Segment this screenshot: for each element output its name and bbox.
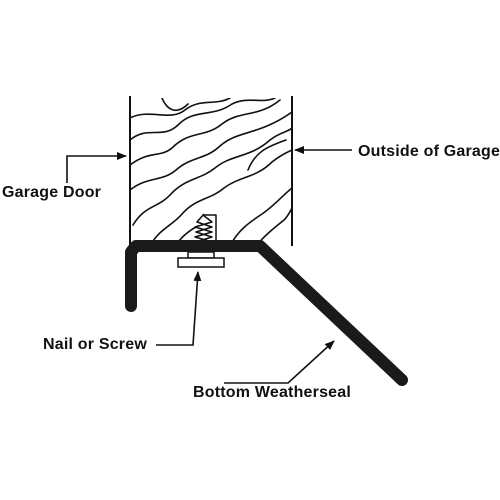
nail-or-screw-label: Nail or Screw: [43, 336, 147, 353]
bottom-weatherseal-arrow: [224, 340, 335, 384]
garage-door-arrow: [66, 152, 127, 183]
outside-of-garage-label: Outside of Garage: [358, 143, 500, 160]
garage-door-board: [129, 96, 293, 246]
nail-or-screw-arrow: [156, 271, 202, 346]
bottom-weatherseal-strip: [125, 240, 408, 386]
wood-grain: [130, 98, 292, 246]
screw-icon: [177, 213, 225, 268]
garage-door-label: Garage Door: [2, 184, 102, 201]
bottom-weatherseal-label: Bottom Weatherseal: [193, 384, 352, 401]
